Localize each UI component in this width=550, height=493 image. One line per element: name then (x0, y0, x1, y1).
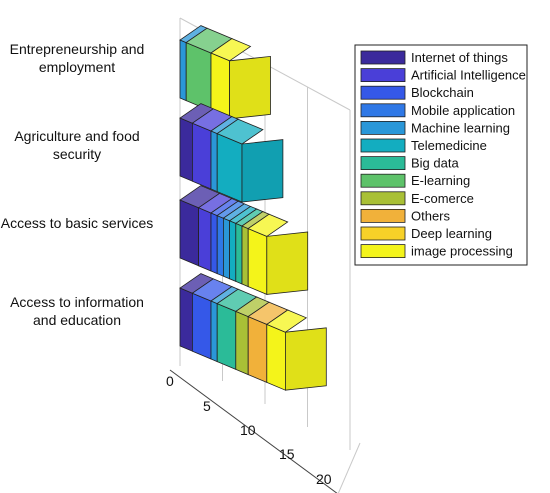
legend-item: Mobile application (360, 103, 515, 118)
bar-segment (191, 292, 212, 360)
legend-item: Artificial Intelligence (360, 68, 526, 83)
legend-swatch (360, 85, 406, 100)
legend-label: Big data (411, 156, 459, 171)
bar-end-cap (241, 139, 284, 203)
legend-item: Machine learning (360, 120, 510, 135)
bar-segment-top (216, 118, 264, 145)
legend-item: Big data (360, 156, 459, 171)
bar-segment (179, 39, 187, 102)
legend-swatch (360, 121, 406, 135)
legend-swatch (360, 156, 406, 171)
tick-label: 5 (203, 398, 211, 414)
bar-segment (210, 130, 218, 193)
legend-label: image processing (411, 244, 513, 259)
bar-segment (216, 132, 243, 203)
floor-edge (337, 442, 361, 493)
tick-label: 15 (279, 446, 295, 462)
legend-label: Blockchain (411, 85, 474, 100)
legend-item: image processing (360, 244, 513, 259)
legend-swatch (360, 103, 406, 118)
bar-segment (229, 220, 237, 283)
bar-segment (179, 199, 200, 267)
bar-segment-top (210, 38, 252, 62)
bar-segment (235, 310, 249, 376)
legend-label: E-learning (411, 173, 470, 188)
bar-end-cap (229, 55, 271, 120)
bar-row (179, 103, 284, 203)
bar-segment (185, 41, 212, 112)
legend-item: Deep learning (360, 226, 492, 241)
legend-item: E-learning (360, 173, 470, 188)
bar-end-cap (284, 327, 327, 391)
legend-swatch (360, 208, 406, 223)
bar-segment (247, 315, 268, 384)
legend-swatch (360, 191, 406, 206)
category-label: Access to basic services (1, 215, 154, 231)
legend-item: Others (360, 208, 451, 223)
legend-item: E-comerce (360, 191, 474, 206)
legend-label: Telemedicine (411, 138, 487, 153)
tick-label: 10 (240, 422, 256, 438)
legend-swatch (360, 244, 406, 259)
legend-swatch (360, 226, 406, 241)
bar-segment (191, 122, 212, 190)
tick-label: 0 (166, 373, 174, 389)
bar-segment (216, 214, 224, 277)
bar-segment (198, 207, 212, 272)
tick-labels: 0 5 10 15 20 (166, 373, 332, 487)
bar-segment (210, 300, 218, 363)
bar-segment (247, 227, 268, 296)
bar-end-cap (266, 231, 309, 295)
bar-segment (179, 287, 193, 352)
value-axis-line (169, 369, 338, 493)
bar-segment (210, 212, 218, 275)
bars-layer (179, 25, 327, 391)
bar-segment (235, 222, 243, 285)
tick-label: 20 (316, 471, 332, 487)
legend-label: E-comerce (411, 191, 474, 206)
legend-item: Blockchain (360, 85, 474, 100)
bar-segment (216, 302, 237, 371)
legend-item: Internet of things (360, 50, 508, 65)
bar-row (179, 185, 309, 296)
bar-segment (266, 323, 286, 391)
legend-swatch (360, 138, 406, 153)
legend-swatch (360, 68, 406, 82)
legend-label: Machine learning (411, 120, 510, 135)
legend-label: Mobile application (411, 103, 515, 118)
bar-segment-top (265, 309, 308, 333)
legend-swatch (360, 50, 406, 65)
legend-item: Telemedicine (360, 138, 487, 153)
bar-segment (222, 217, 231, 280)
legend-label: Others (411, 208, 451, 223)
bar-segment (179, 117, 193, 182)
bar-segment (241, 225, 249, 288)
legend-label: Artificial Intelligence (411, 68, 526, 83)
bar-segment-top (247, 213, 289, 237)
bar-row (179, 273, 327, 391)
legend-swatch (360, 173, 406, 188)
legend-label: Internet of things (411, 50, 508, 65)
bar-row (179, 25, 271, 120)
legend-label: Deep learning (411, 226, 492, 241)
